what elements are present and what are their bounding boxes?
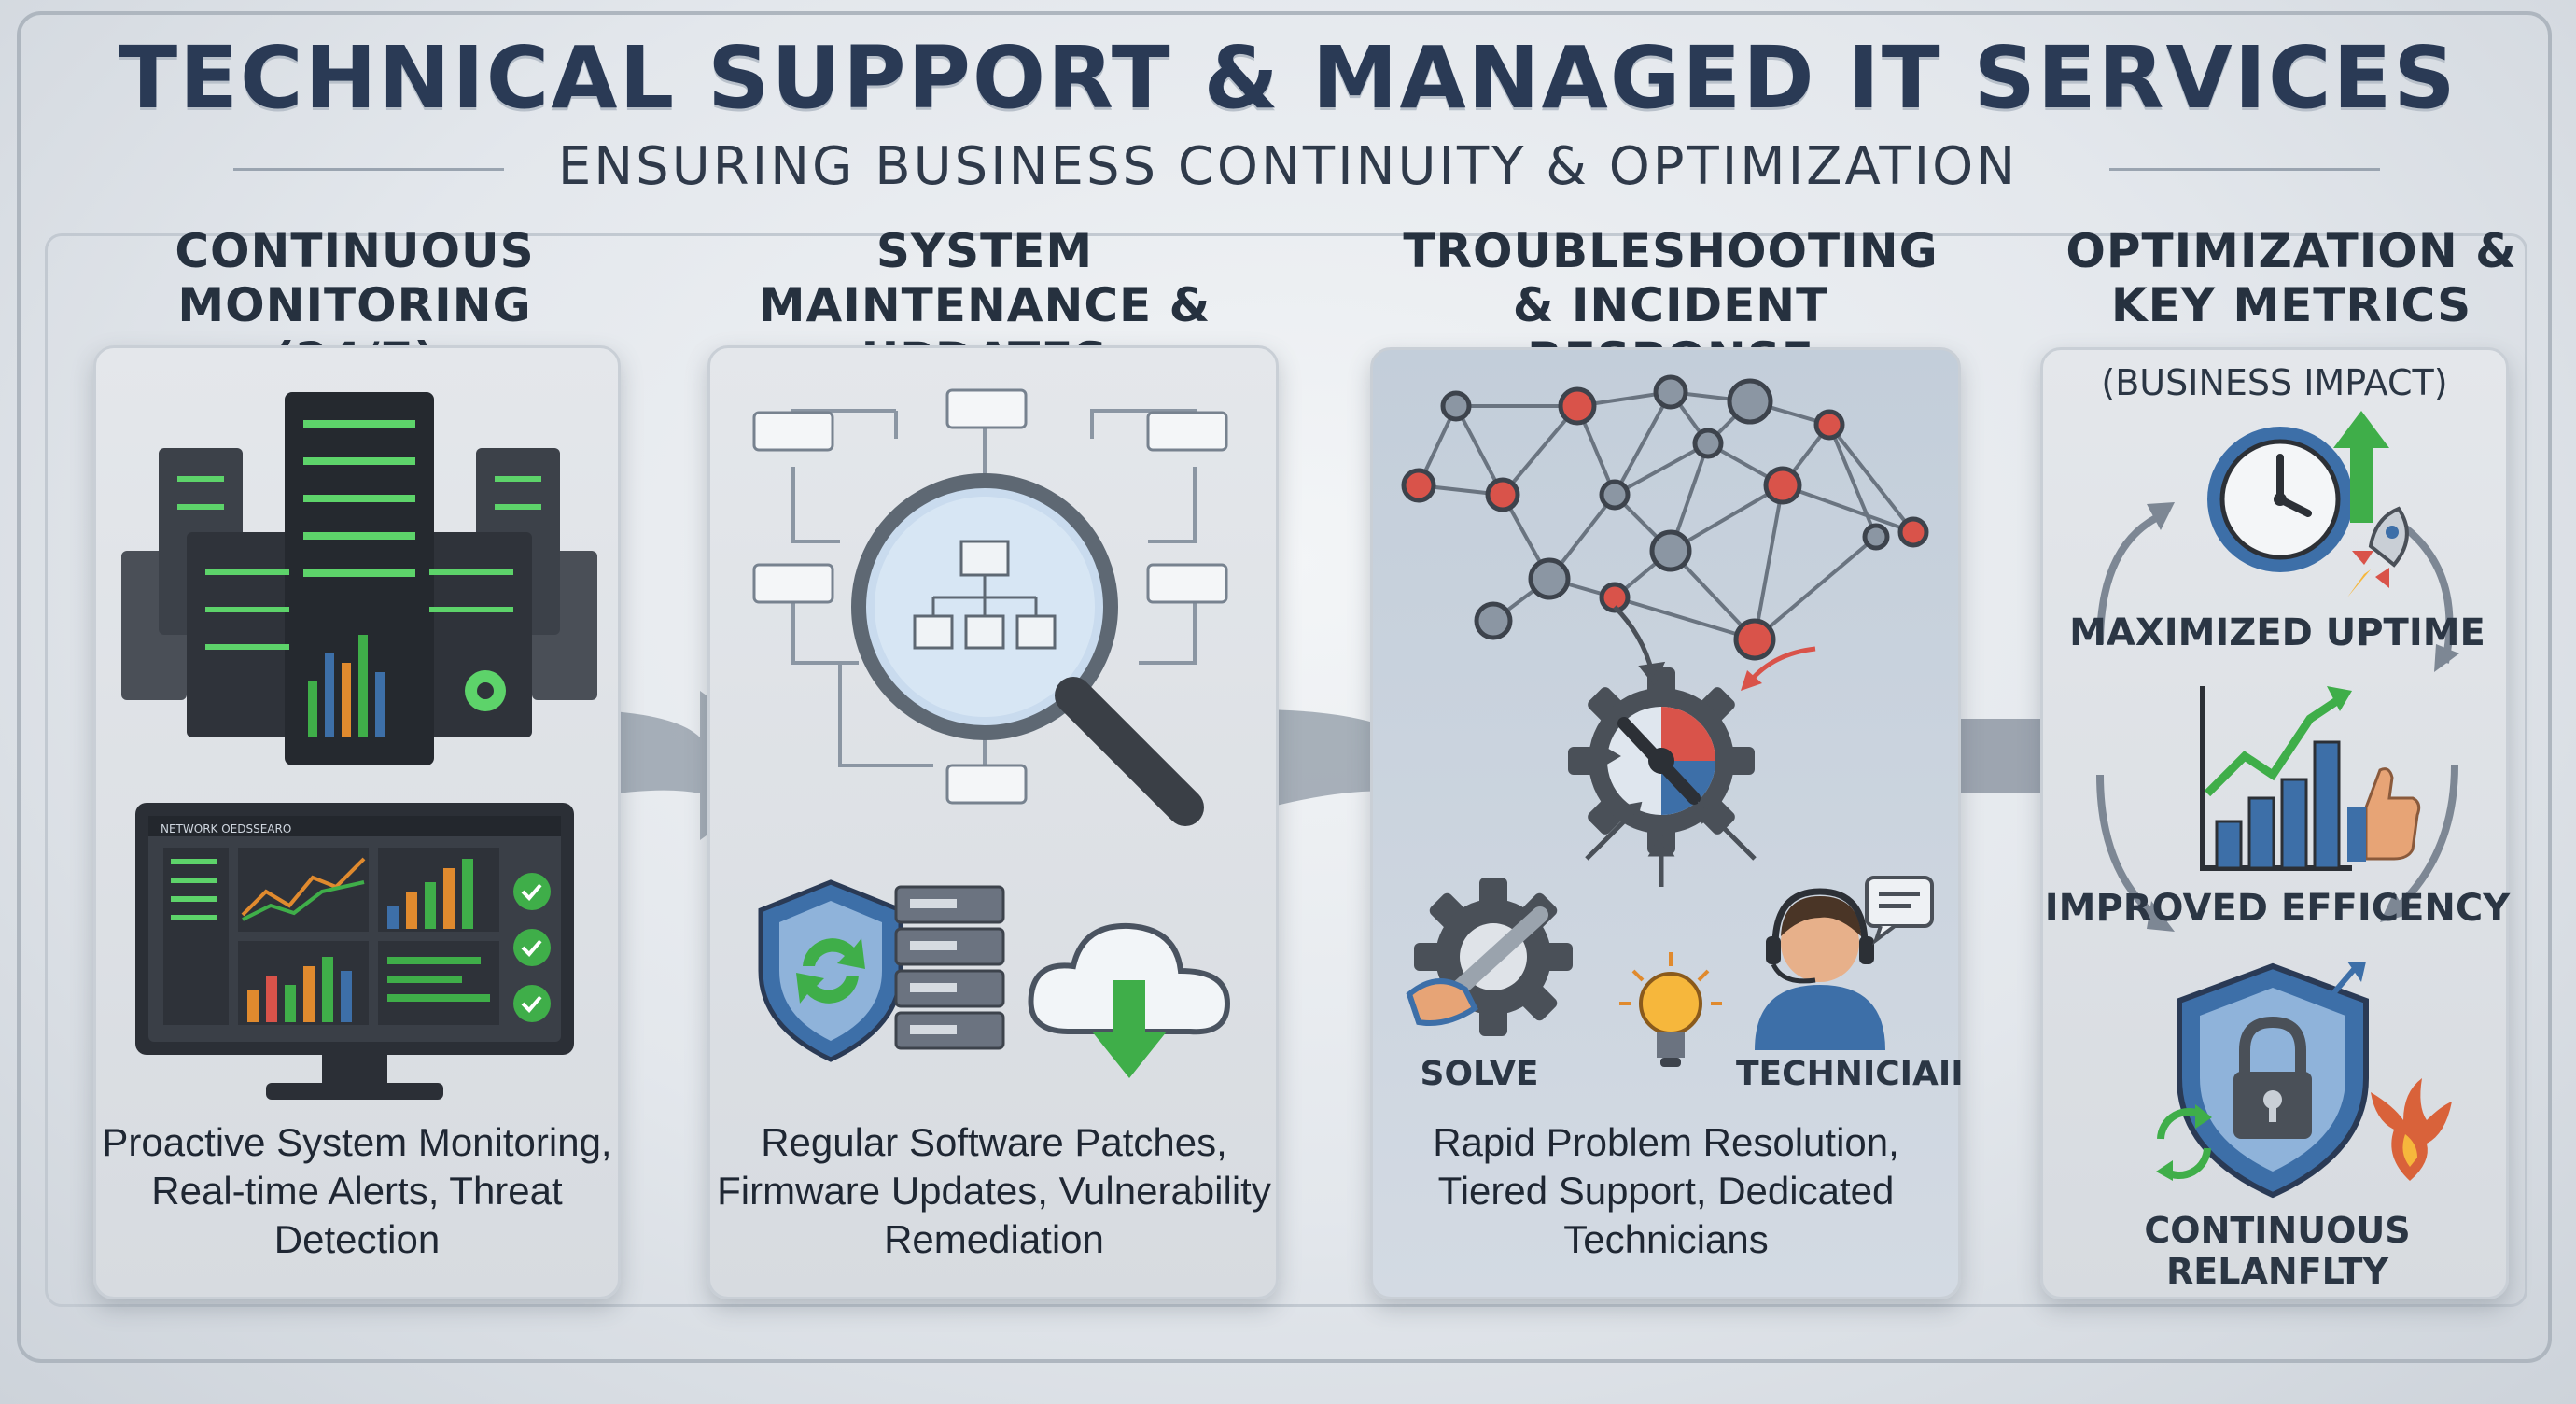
metric-efficiency: IMPROVED EFFICENCY	[2044, 887, 2511, 930]
bar-chart-icon	[2200, 686, 2352, 871]
subheading-business-impact: (BUSINESS IMPACT)	[2101, 362, 2448, 403]
thumbs-up-icon	[2347, 767, 2421, 862]
desc-monitoring: Proactive System Monitoring, Real-time A…	[102, 1120, 612, 1261]
troubleshoot-arrows	[1568, 605, 1757, 887]
subtitle-rule-left	[233, 168, 504, 171]
cycle-arrows	[2096, 502, 2459, 932]
shield-refresh-icon	[758, 879, 903, 1062]
outer-frame	[17, 11, 2552, 1363]
gear-icon	[1568, 667, 1755, 854]
uptime-arrow-icon	[2333, 411, 2389, 523]
heading-optimization: OPTIMIZATION & KEY METRICS	[2065, 224, 2517, 332]
lightbulb-icon	[1619, 952, 1722, 1067]
rocket-icon	[2347, 506, 2409, 597]
label-technician: TECHNICIAII	[1736, 1055, 1964, 1093]
main-title: TECHNICAL SUPPORT & MANAGED IT SERVICES	[119, 28, 2457, 128]
clock-icon	[2207, 427, 2353, 572]
subtitle: ENSURING BUSINESS CONTINUITY & OPTIMIZAT…	[557, 136, 2019, 197]
dashboard-title: NETWORK OEDSSEARO	[161, 822, 292, 835]
monitor-dashboard-icon	[135, 803, 574, 1100]
metric-uptime: MAXIMIZED UPTIME	[2069, 611, 2485, 654]
server-rack-icon	[121, 392, 597, 765]
headset-technician-icon	[1755, 876, 1934, 1050]
network-nodes-icon	[1401, 374, 1929, 661]
cloud-download-icon	[1028, 922, 1231, 1078]
desc-troubleshooting: Rapid Problem Resolution, Tiered Support…	[1433, 1120, 1899, 1261]
desc-maintenance: Regular Software Patches, Firmware Updat…	[717, 1120, 1271, 1261]
magnifier-icon	[752, 388, 1228, 826]
shield-lock-icon	[2177, 962, 2369, 1199]
solve-gear-wrench-icon	[1406, 878, 1573, 1036]
phoenix-icon	[2371, 1078, 2452, 1181]
inner-frame	[45, 233, 2527, 1307]
label-solve: SOLVE	[1420, 1055, 1539, 1093]
storage-stack-icon	[894, 885, 1005, 1050]
refresh-arrows-icon	[2156, 1104, 2212, 1181]
red-pointer-arrow	[1741, 646, 1816, 691]
metric-reliability: CONTINUOUS RELANFLTY	[2144, 1210, 2411, 1292]
subtitle-rule-right	[2109, 168, 2380, 171]
